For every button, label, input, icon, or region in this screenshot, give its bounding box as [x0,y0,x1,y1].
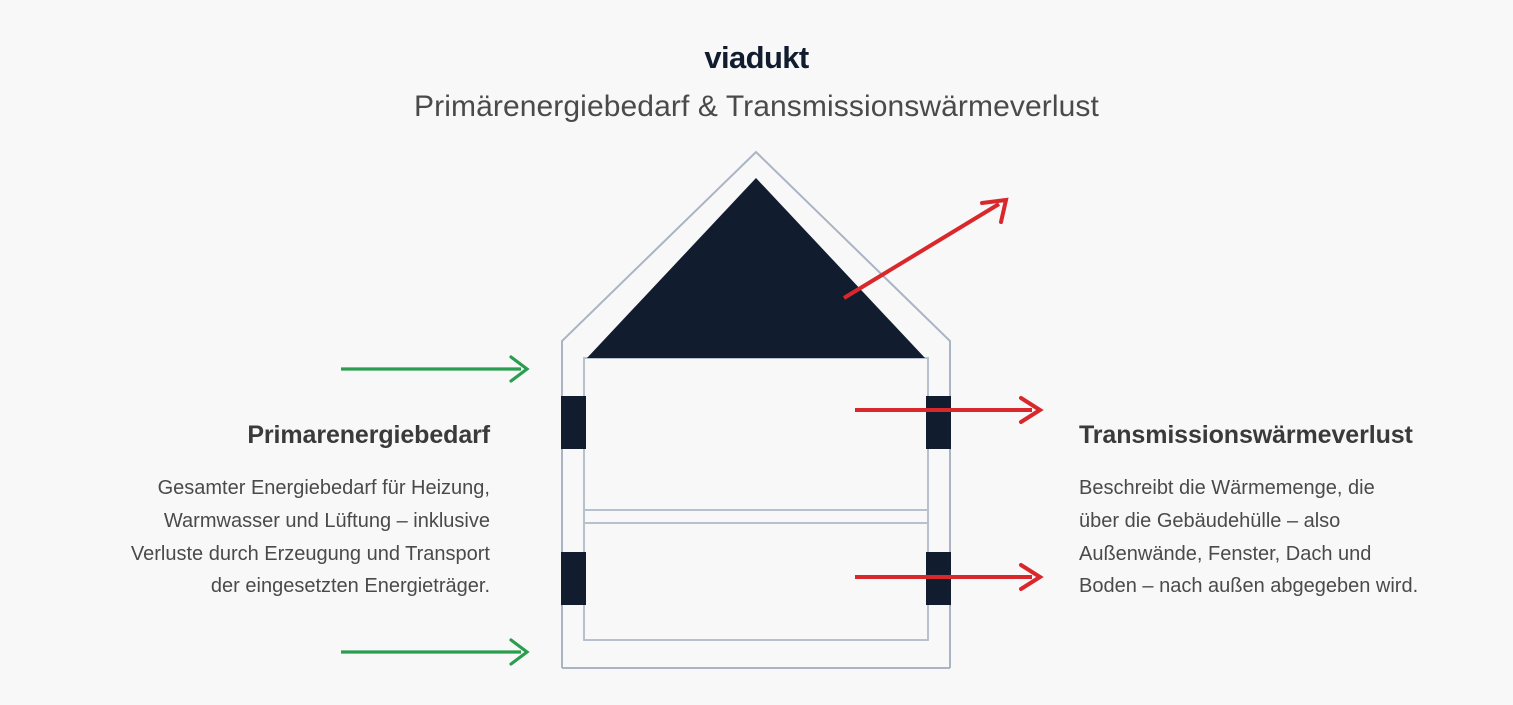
window-upper-right [926,396,951,449]
panel-right-heading: Transmissionswärmeverlust [1079,421,1413,449]
panel-transmissionswaermeverlust: Transmissionswärmeverlust Beschreibt die… [1079,420,1499,603]
panel-left-body-line: Verluste durch Erzeugung und Transport [130,542,490,565]
page-title: Primärenergiebedarf & Transmissionswärme… [414,90,1099,123]
heat-loss-arrow-roof [842,197,1009,300]
energy-input-arrow-lower [341,638,530,666]
brand-logo: viadukt [704,40,809,75]
panel-left-body-line: Gesamter Energiebedarf für Heizung, [157,477,490,499]
house-inner-wall-outline [583,357,929,641]
panel-left-body-line: Warmwasser und Lüftung – inklusive [163,509,490,532]
window-upper-left [561,396,586,449]
panel-right-body-line: Beschreibt die Wärmemenge, die [1079,477,1375,499]
panel-right-body: Beschreibt die Wärmemenge, die über die … [1079,472,1499,603]
panel-right-body-line: Außenwände, Fenster, Dach und [1079,542,1372,565]
panel-primaerenergiebedarf: Primarenergiebedarf Gesamter Energiebeda… [60,420,490,603]
panel-right-body-line: Boden – nach außen abgegeben wird. [1079,575,1419,598]
panel-left-body: Gesamter Energiebedarf für Heizung, Warm… [60,472,490,603]
panel-left-body-line: der eingesetzten Energieträger. [210,575,490,598]
house-outer-envelope-outline [561,150,951,668]
energy-input-arrow-upper [341,355,530,383]
window-lower-left [561,552,586,605]
heat-loss-arrow-lower [855,563,1044,591]
panel-left-heading: Primarenergiebedarf [247,421,490,449]
roof-fill [587,178,925,358]
panel-right-body-line: über die Gebäudehülle – also [1079,509,1341,532]
heat-loss-arrow-upper [855,396,1044,424]
